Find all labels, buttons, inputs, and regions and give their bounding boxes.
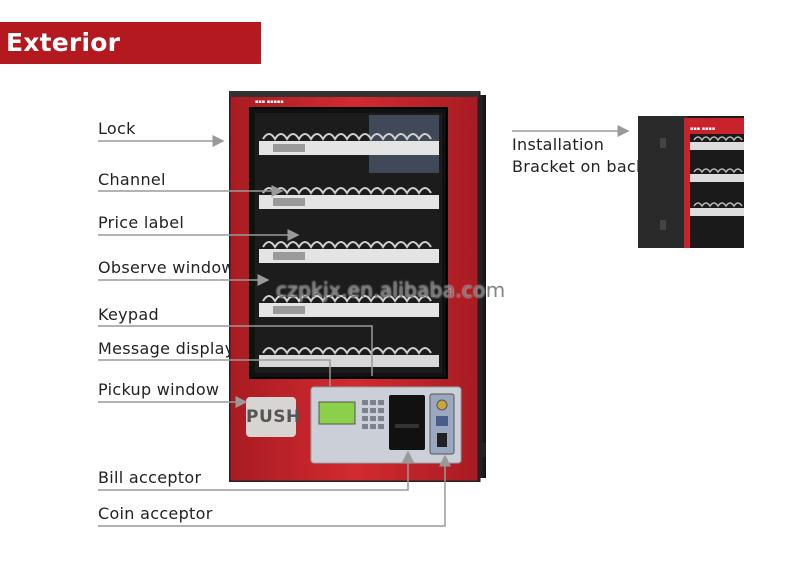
leader-message-display — [98, 359, 331, 386]
shelf-4 — [259, 295, 439, 317]
label-installation-line1: Installation — [512, 135, 605, 154]
brand-tag: ▪▪▪ ▪▪▪▪▪ — [255, 99, 284, 105]
leader-bill-acceptor — [98, 450, 414, 491]
inset-brand-tag: ▪▪▪ ▪▪▪▪ — [690, 126, 716, 132]
shelf-5 — [259, 347, 439, 367]
label-keypad: Keypad — [98, 305, 159, 324]
installation-bracket-illustration — [638, 116, 744, 248]
cabinet-side — [476, 95, 486, 478]
shelf-2 — [259, 187, 439, 209]
vending-machine-illustration — [229, 91, 486, 482]
bracket-mount — [480, 443, 486, 457]
section-title: Exterior Structure — [0, 22, 261, 99]
leader-keypad — [98, 325, 373, 376]
label-lock: Lock — [98, 119, 136, 138]
message-display — [318, 401, 356, 425]
label-channel: Channel — [98, 170, 166, 189]
inset-window — [690, 134, 744, 248]
bill-acceptor — [389, 395, 425, 450]
watermark: czpkjx.en.alibaba.com — [276, 278, 506, 302]
label-pickup-window: Pickup window — [98, 380, 220, 399]
label-price-label: Price label — [98, 213, 185, 232]
leader-coin-acceptor — [98, 454, 451, 527]
label-coin-acceptor: Coin acceptor — [98, 504, 213, 523]
channel-shelves — [259, 133, 439, 367]
label-bill-acceptor: Bill acceptor — [98, 468, 202, 487]
label-message-display: Message display — [98, 339, 235, 358]
shelf-1 — [259, 133, 439, 155]
keypad — [362, 400, 384, 429]
shelf-3 — [259, 241, 439, 263]
label-installation-line2: Bracket on back — [512, 157, 646, 176]
cabinet-top-edge — [229, 91, 479, 97]
push-button: PUSH — [246, 397, 300, 437]
label-observe-window: Observe window — [98, 258, 235, 277]
